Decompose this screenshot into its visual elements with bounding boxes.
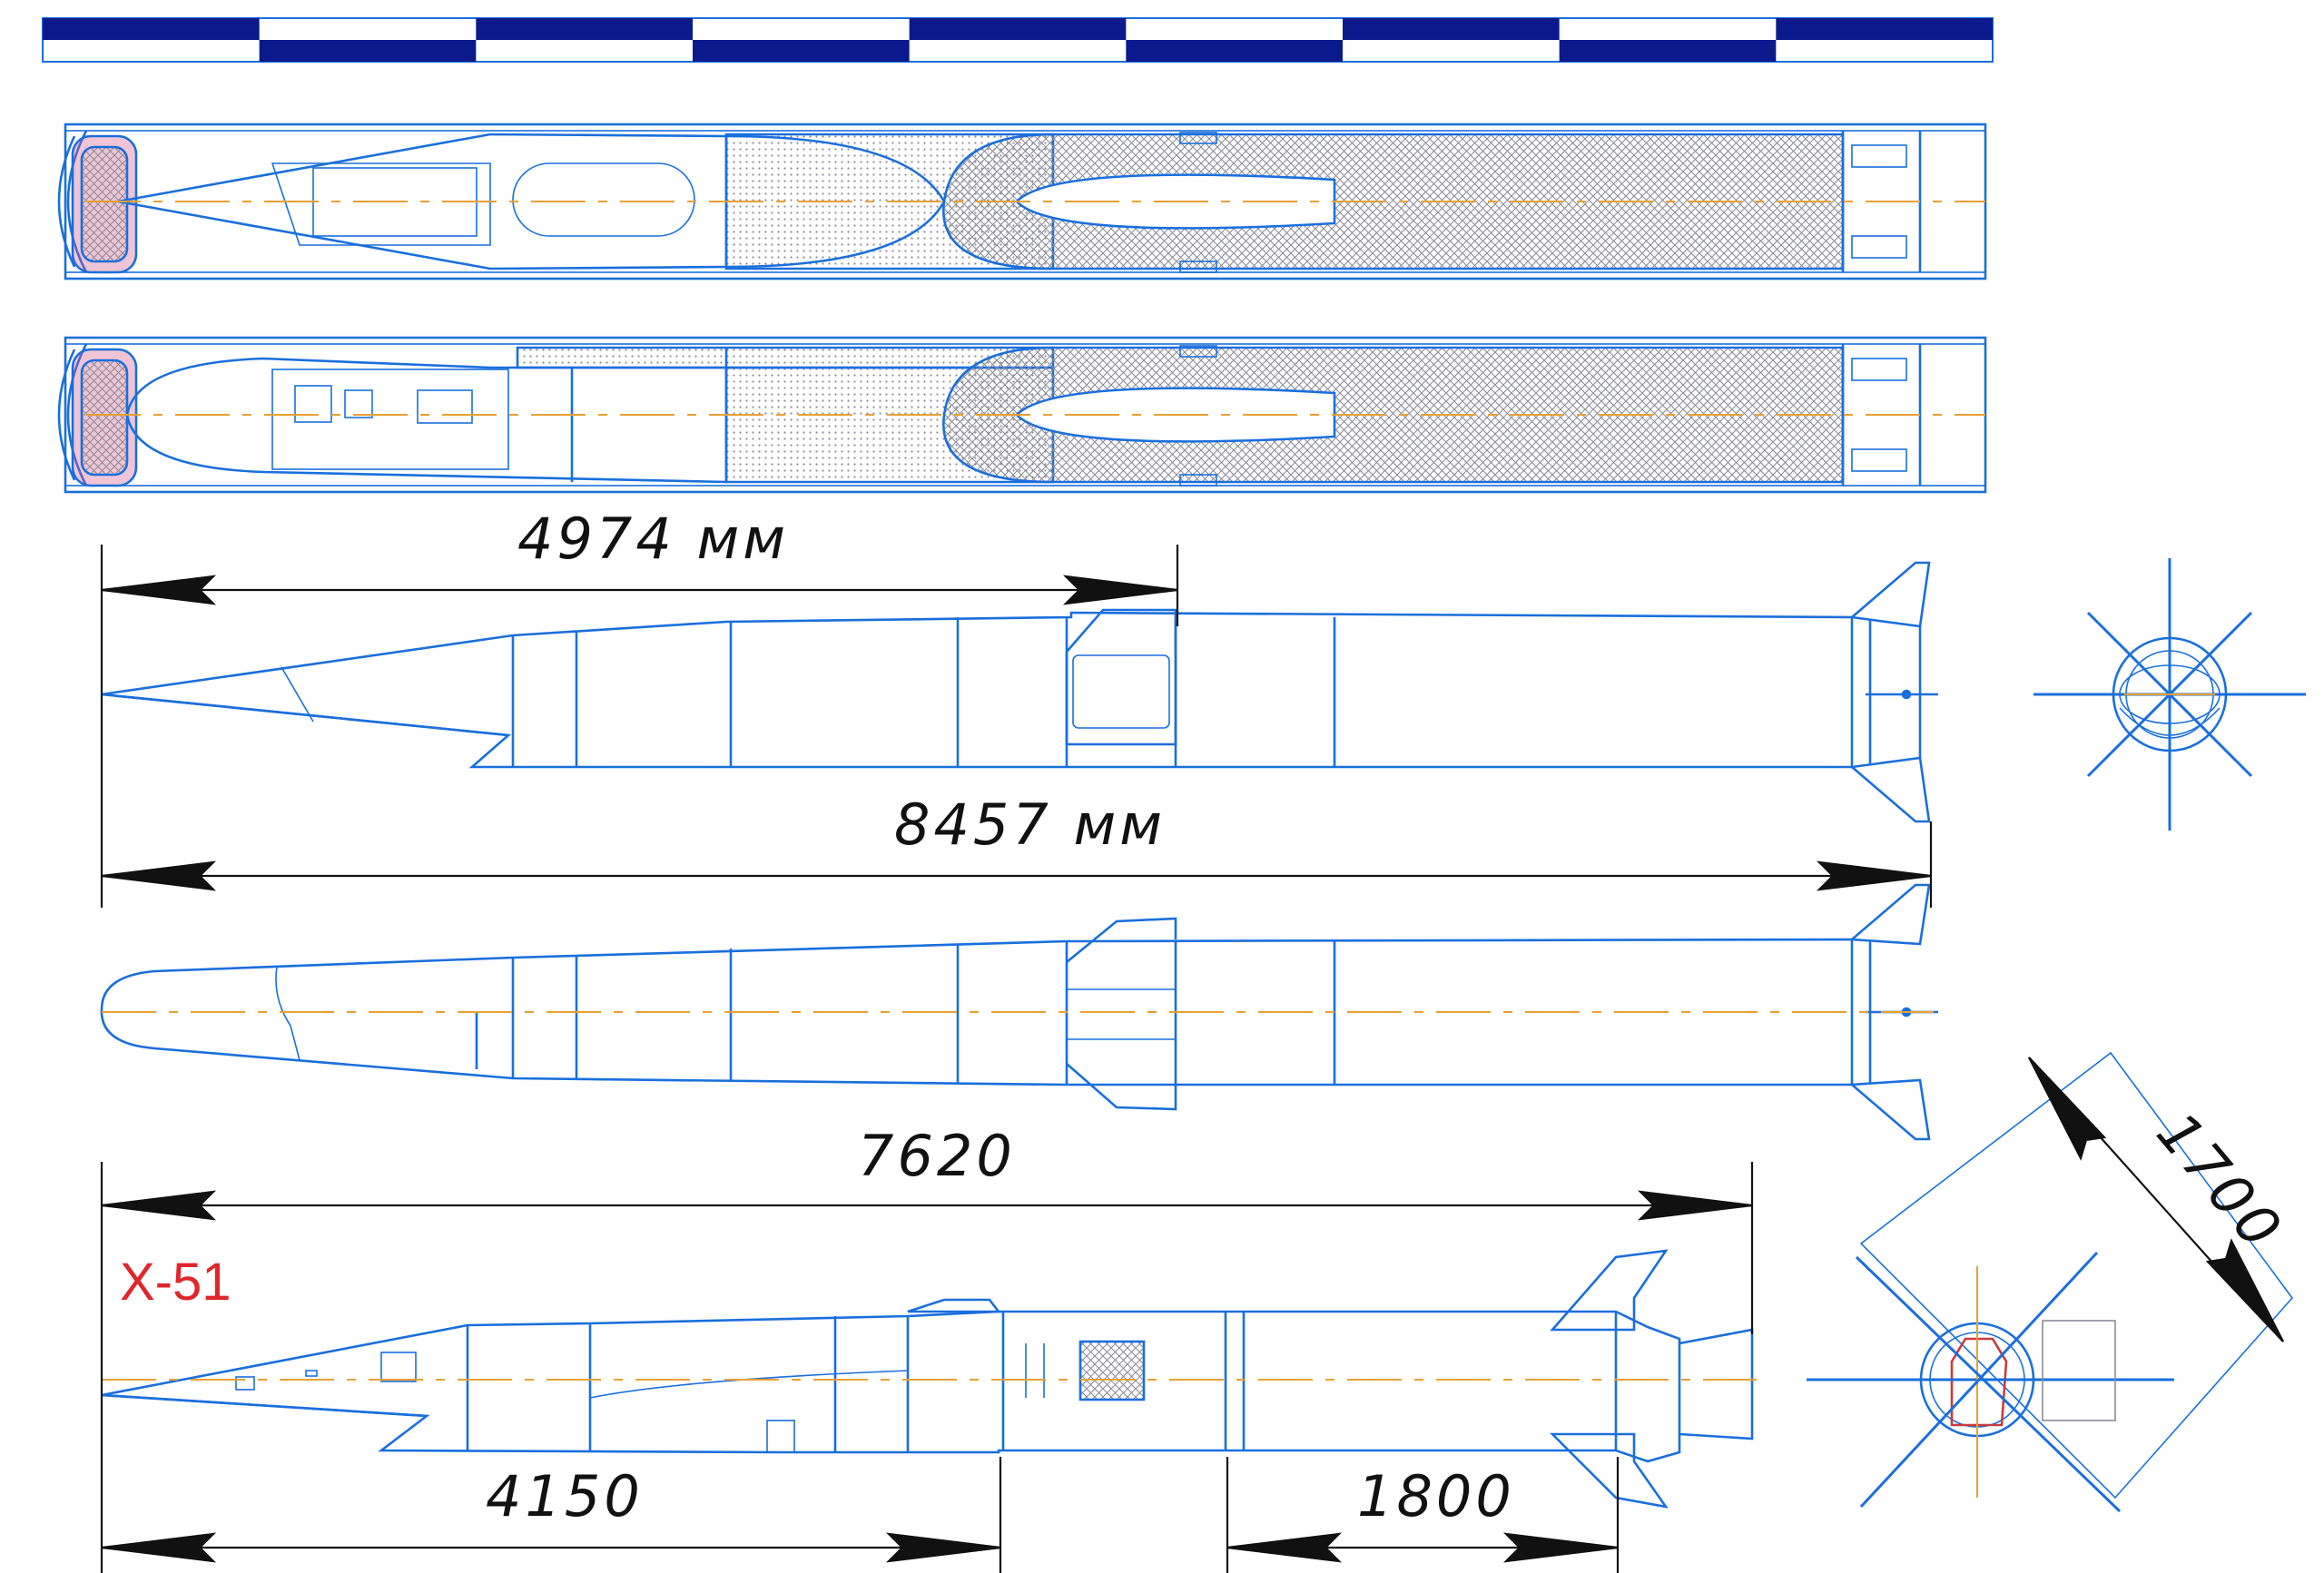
scale-bar-segment bbox=[1126, 40, 1343, 62]
side-view bbox=[101, 561, 1938, 823]
dimension-label-1700: 1700 bbox=[2144, 1100, 2297, 1263]
cutaway-view-top bbox=[57, 123, 1987, 280]
scale-bar-segment bbox=[1559, 40, 1777, 62]
scale-bar-segment bbox=[476, 18, 693, 40]
front-view bbox=[2034, 558, 2306, 831]
x51-front-view bbox=[1807, 1051, 2294, 1513]
scale-bar-segment bbox=[1343, 18, 1560, 40]
scale-bar-segment bbox=[693, 40, 910, 62]
dimension-label-4150: 4150 bbox=[486, 1463, 644, 1529]
scale-bar bbox=[42, 17, 1994, 63]
dimension-lines bbox=[100, 545, 2284, 1573]
scale-bar-segment bbox=[1776, 18, 1993, 40]
top-view bbox=[100, 883, 1938, 1141]
dimension-label-8457: 8457 мм bbox=[894, 791, 1166, 858]
dimension-label-7620: 7620 bbox=[858, 1123, 1016, 1189]
dimension-label-1800: 1800 bbox=[1357, 1463, 1515, 1529]
dimension-label-4974: 4974 мм bbox=[517, 506, 789, 572]
scale-bar-segment bbox=[259, 40, 477, 62]
scale-bar-segment bbox=[909, 18, 1127, 40]
cutaway-view-bottom bbox=[57, 336, 1987, 494]
drawing-title: X-51 bbox=[120, 1253, 231, 1312]
x51-side-view bbox=[101, 1249, 1757, 1509]
scale-bar-segment bbox=[43, 18, 260, 40]
